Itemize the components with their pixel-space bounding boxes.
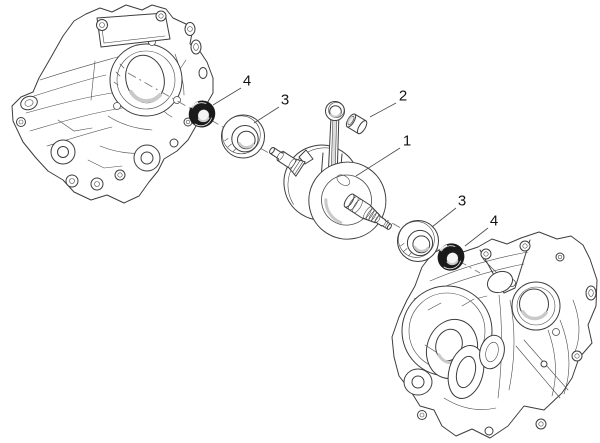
- leader-line-1-crankshaft: [355, 147, 401, 177]
- callout-label-1-crankshaft: 1: [402, 132, 412, 150]
- callout-label-4-oil-seal-right: 4: [489, 212, 499, 230]
- callout-label-4-oil-seal-left: 4: [242, 72, 252, 90]
- leader-line-4-oil-seal-left: [212, 87, 242, 106]
- crankshaft-drawing: [269, 101, 392, 240]
- small-end-bushing-drawing: [345, 113, 368, 135]
- leader-line-3-bearing-left: [253, 106, 280, 124]
- leader-line-3-bearing-right: [431, 207, 457, 228]
- ball-bearing-right-drawing: [397, 220, 439, 262]
- leader-line-2-bushing: [369, 102, 397, 118]
- oil-seal-right-drawing: [437, 243, 465, 271]
- connecting-rod-drawing: [325, 101, 345, 174]
- oil-seal-left-drawing: [188, 100, 216, 128]
- leader-line-4-oil-seal-right: [464, 227, 489, 247]
- callout-label-3-bearing-left: 3: [280, 91, 290, 109]
- callout-label-3-bearing-right: 3: [457, 192, 467, 210]
- ball-bearing-left-drawing: [221, 114, 265, 159]
- callout-label-2-bushing: 2: [398, 87, 408, 105]
- crankcase-left-drawing: [11, 4, 214, 204]
- leader-lines: [212, 87, 489, 247]
- crankcase-right-drawing: [391, 231, 598, 439]
